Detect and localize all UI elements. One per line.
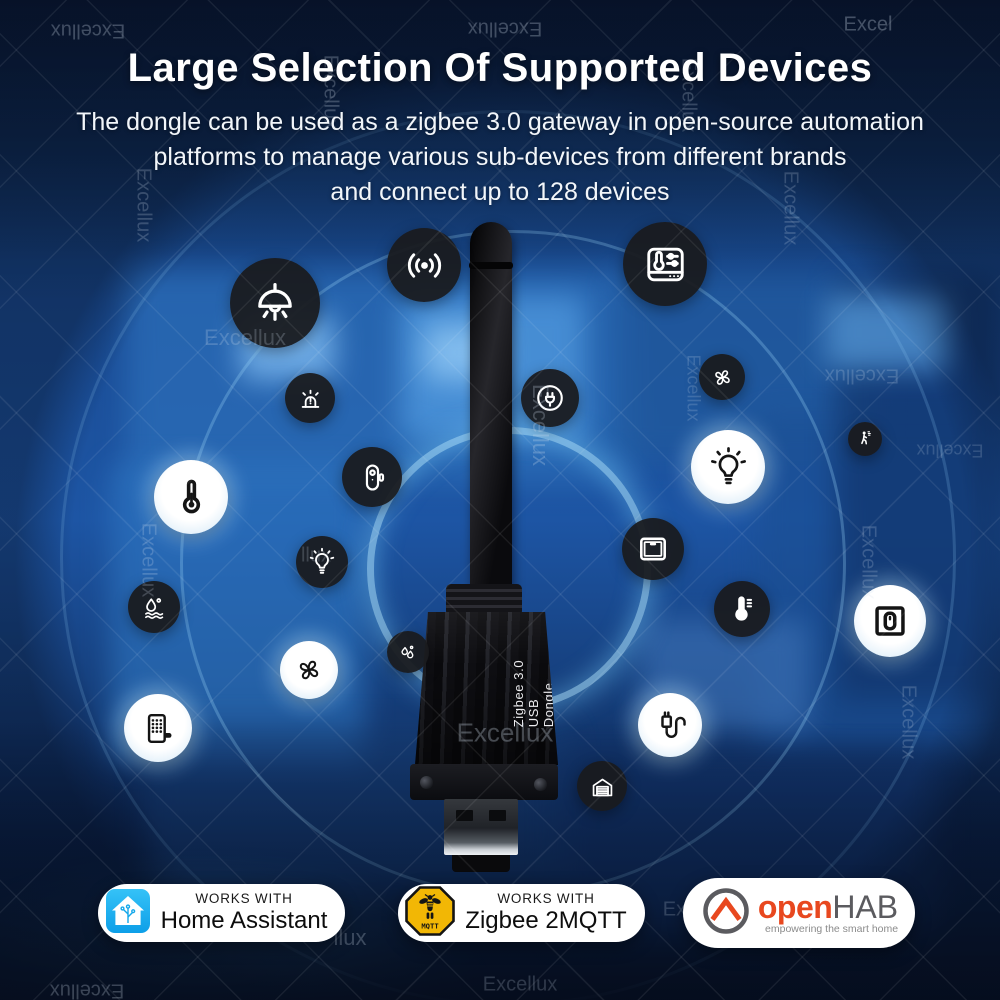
subtitle-line: platforms to manage various sub-devices …	[153, 143, 847, 171]
display-icon	[622, 518, 684, 580]
mqtt-label: MQTT	[421, 921, 439, 930]
zigbee2mqtt-logo-icon: MQTT	[405, 885, 455, 941]
openhab-wordmark: open HAB empowering the smart home	[758, 891, 898, 935]
motion-sensor-icon	[848, 422, 882, 456]
openhab-name-hab: HAB	[832, 889, 899, 925]
wireless-signal-icon	[387, 228, 461, 302]
humidity-icon	[128, 581, 180, 633]
openhab-name-open: open	[757, 889, 833, 925]
page-title: Large Selection Of Supported Devices	[127, 46, 873, 90]
works-with-home-assistant-badge: WORKS WITH Home Assistant	[98, 884, 345, 942]
works-with-label: WORKS WITH	[497, 891, 595, 906]
openhab-tagline: empowering the smart home	[765, 923, 899, 935]
usb-cable-icon	[638, 693, 702, 757]
temperature-sensor-icon	[714, 581, 770, 637]
door-lock-keypad-icon	[124, 694, 192, 762]
wall-switch-icon	[854, 585, 926, 657]
works-with-zigbee2mqtt-badge: MQTT WORKS WITH Zigbee 2MQTT	[398, 884, 645, 942]
fan-icon	[699, 354, 745, 400]
badge-text: WORKS WITH Home Assistant	[151, 891, 345, 935]
subtitle-line: The dongle can be used as a zigbee 3.0 g…	[76, 108, 924, 136]
badge-text: WORKS WITH Zigbee 2MQTT	[455, 891, 645, 935]
light-bulb-icon	[691, 430, 765, 504]
thermostat-icon	[623, 222, 707, 306]
fan-icon	[280, 641, 338, 699]
platform-name: Zigbee 2MQTT	[465, 907, 627, 934]
openhab-logo-icon	[700, 885, 752, 942]
openhab-badge: open HAB empowering the smart home	[683, 878, 915, 948]
pendant-light-icon	[230, 258, 320, 348]
platform-name: Home Assistant	[160, 907, 328, 934]
header: Large Selection Of Supported Devices The…	[0, 46, 1000, 210]
siren-icon	[285, 373, 335, 423]
works-with-label: WORKS WITH	[195, 891, 293, 906]
thermometer-icon	[154, 460, 228, 534]
light-bulb-icon	[296, 536, 348, 588]
home-assistant-logo-icon	[105, 888, 151, 939]
subtitle-line: and connect up to 128 devices	[330, 178, 670, 206]
power-plug-icon	[521, 369, 579, 427]
subtitle: The dongle can be used as a zigbee 3.0 g…	[0, 105, 1000, 210]
door-sensor-icon	[342, 447, 402, 507]
garage-door-icon	[577, 761, 627, 811]
